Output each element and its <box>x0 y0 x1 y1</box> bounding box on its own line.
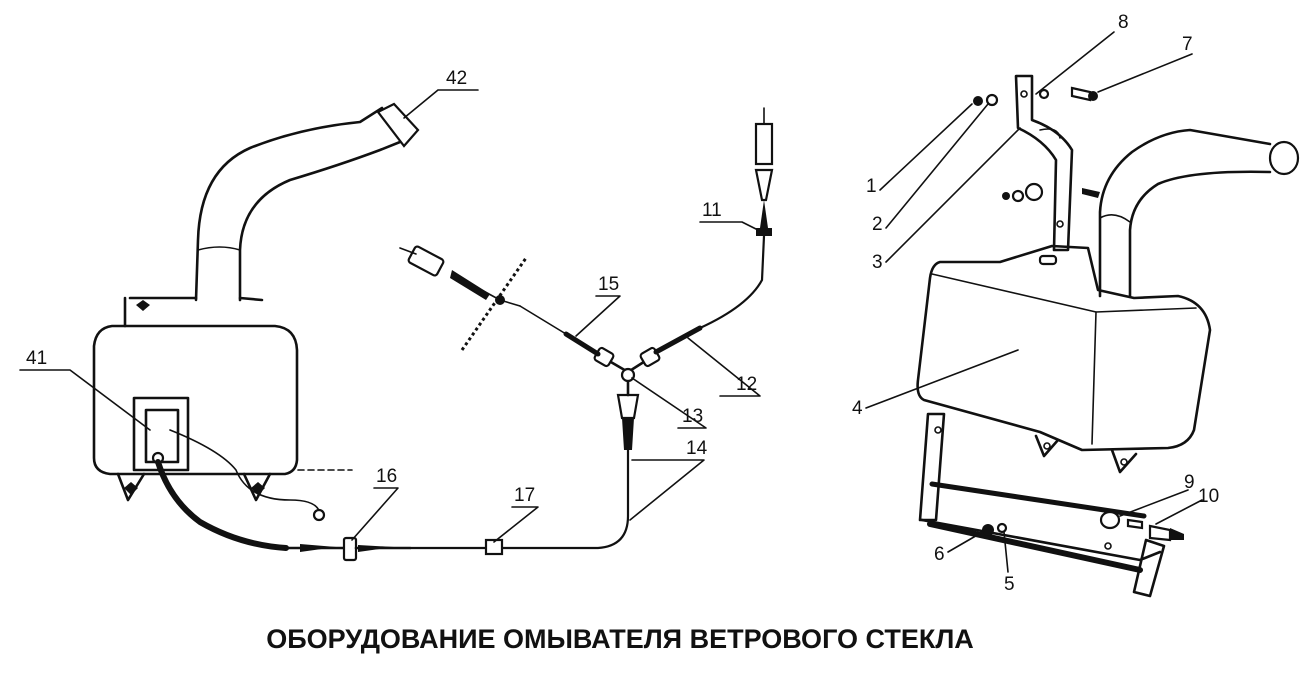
callout-6: 6 <box>934 544 945 565</box>
callout-3: 3 <box>872 252 883 273</box>
diagram-title: ОБОРУДОВАНИЕ ОМЫВАТЕЛЯ ВЕТРОВОГО СТЕКЛА <box>266 624 974 654</box>
callout-16: 16 <box>376 466 397 487</box>
callout-labels: 42 41 16 17 15 14 13 12 11 8 7 1 2 3 4 9… <box>26 12 1219 595</box>
washer-hose-network <box>284 107 774 562</box>
callout-8: 8 <box>1118 12 1129 33</box>
washer-tank-bracket-assembly <box>916 74 1300 598</box>
callout-4: 4 <box>852 398 863 419</box>
callout-12: 12 <box>736 374 757 395</box>
callout-2: 2 <box>872 214 883 235</box>
callout-17: 17 <box>514 485 535 506</box>
callout-1: 1 <box>866 176 877 197</box>
callout-11: 11 <box>702 200 722 221</box>
callout-leaders <box>19 31 1203 573</box>
callout-7: 7 <box>1182 34 1193 55</box>
callout-9: 9 <box>1184 472 1195 493</box>
callout-10: 10 <box>1198 486 1219 507</box>
callout-5: 5 <box>1004 574 1015 595</box>
callout-41: 41 <box>26 348 47 369</box>
callout-14: 14 <box>686 438 708 459</box>
callout-13: 13 <box>682 406 703 427</box>
callout-15: 15 <box>598 274 619 295</box>
washer-reservoir-assembly <box>92 102 420 551</box>
callout-42: 42 <box>446 68 467 89</box>
